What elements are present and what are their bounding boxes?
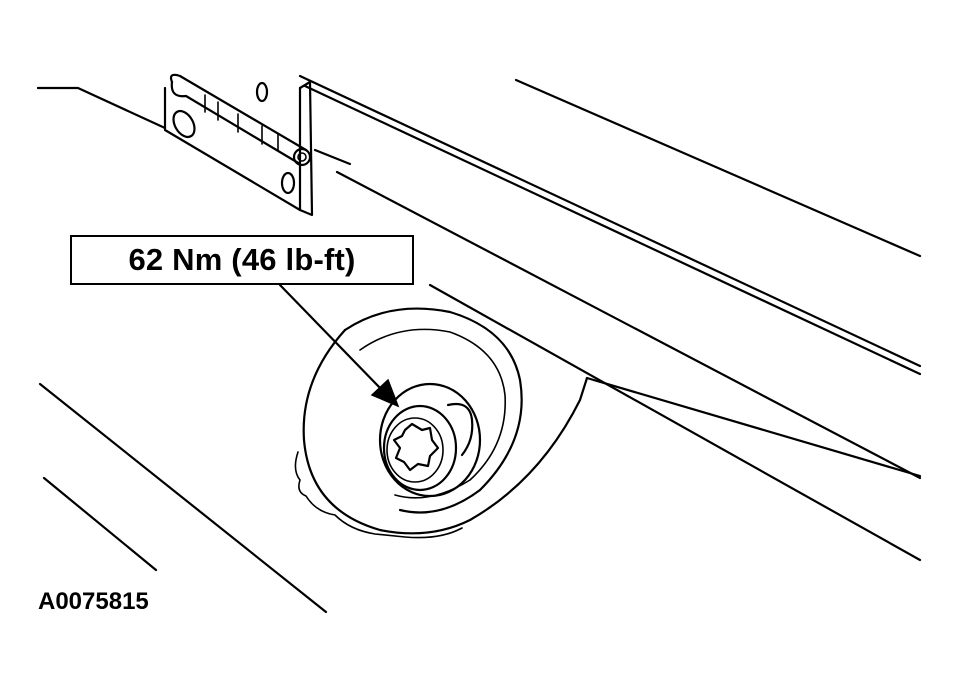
seat-arm [294, 307, 589, 539]
hinge-pin-end [292, 147, 312, 167]
panel-edge-left [36, 86, 167, 130]
hinge-icon [163, 73, 314, 217]
hinge-hole-bottom [280, 171, 296, 195]
hinge-slot-1 [172, 109, 196, 139]
hinge-plate-side [298, 80, 314, 217]
panel-lines [36, 74, 922, 562]
floor-lines [38, 382, 328, 614]
leader-arrow-icon [278, 283, 400, 408]
floor-line-1 [38, 382, 328, 614]
arrow-head [370, 378, 400, 408]
beam-top-edge-1 [298, 74, 922, 368]
torx-recess [392, 422, 440, 472]
hinge-hole-top [255, 81, 269, 103]
hinge-barrel-top [169, 73, 308, 152]
arm-rough-edge [294, 451, 463, 539]
arm-lower-edge [428, 283, 922, 562]
hinge-barrel-bottom [170, 80, 302, 166]
panel-edge-top-right [514, 78, 922, 258]
bolt-head-shadow [446, 402, 474, 457]
floor-line-2 [42, 476, 158, 572]
leader-line [278, 283, 384, 392]
arm-boss-outer [343, 307, 523, 514]
arm-boss-inner [359, 328, 506, 499]
arm-side-edge [585, 376, 922, 478]
hinge-pin-center [297, 152, 307, 162]
beam-edge-short [313, 148, 352, 166]
beam-top-edge-2 [303, 84, 922, 376]
beam-lower-edge [335, 170, 922, 480]
arm-outer-contour [302, 328, 589, 535]
torx-bolt-icon [378, 382, 482, 498]
bolt-head-inner [386, 417, 444, 483]
bolt-head-outer [382, 404, 458, 492]
figure-id: A0075815 [38, 588, 149, 615]
torque-callout: 62 Nm (46 lb-ft) [70, 235, 414, 285]
bolt-washer [378, 382, 482, 498]
